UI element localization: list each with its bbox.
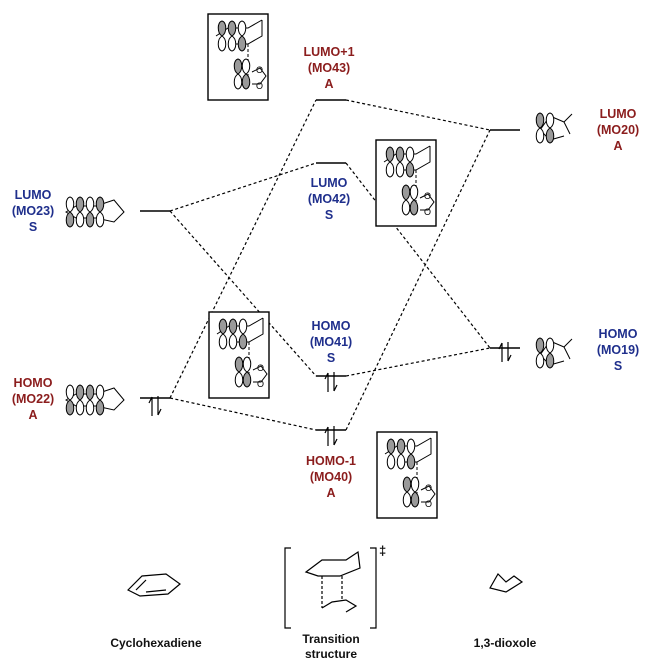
ts-homo-sym: S	[326, 351, 336, 365]
dioxole-lumo-label: LUMO (MO20) A	[578, 106, 645, 154]
cyclohexadiene-lumo-name: LUMO	[14, 188, 52, 202]
cyclohexadiene-lumo-sym: S	[28, 220, 38, 234]
ts-structure	[284, 547, 377, 629]
cyclohexadiene-structure	[126, 573, 181, 597]
cyclohexadiene-lumo-orbital	[66, 197, 124, 227]
dioxole-homo-mo: (MO19)	[596, 343, 640, 357]
energy-levels	[140, 99, 520, 431]
dioxole-lumo-orbital	[536, 113, 572, 143]
ts-homo-mo: (MO41)	[309, 335, 353, 349]
cyclohexadiene-lumo-label: LUMO (MO23) S	[0, 187, 73, 235]
ts-caption-line2: structure	[304, 647, 357, 661]
ts-lumo-plus1-box	[208, 14, 268, 100]
dioxole-lumo-sym: A	[613, 139, 623, 153]
dioxole-lumo-name: LUMO	[599, 107, 637, 121]
dioxole-homo-orbital	[536, 338, 572, 368]
ts-lumo-plus1-name: LUMO+1	[303, 45, 355, 59]
cyclohexadiene-homo-name: HOMO	[13, 376, 53, 390]
cyclohexadiene-lumo-mo: (MO23)	[11, 204, 55, 218]
dioxole-homo-sym: S	[613, 359, 623, 373]
ts-double-dagger: ‡	[379, 543, 387, 558]
cyclohexadiene-homo-label: HOMO (MO22) A	[0, 375, 73, 423]
ts-lumo-label: LUMO (MO42) S	[289, 175, 369, 223]
dioxole-homo-name: HOMO	[598, 327, 638, 341]
dioxole-caption: 1,3-dioxole	[473, 636, 537, 650]
ts-homo-label: HOMO (MO41) S	[291, 318, 371, 366]
ts-homo-minus1-box	[377, 432, 437, 518]
cyclohexadiene-homo-sym: A	[28, 408, 38, 422]
ts-lumo-plus1-mo: (MO43)	[307, 61, 351, 75]
ts-homo-minus1-name: HOMO-1	[306, 454, 356, 468]
ts-caption-line1: Transition	[302, 632, 360, 646]
ts-lumo-mo: (MO42)	[307, 192, 351, 206]
dioxole-lumo-mo: (MO20)	[596, 123, 640, 137]
electron-pair-homo-1-ts	[324, 425, 338, 447]
ts-caption: Transition structure	[281, 632, 381, 662]
dioxole-structure	[489, 573, 524, 593]
electron-pair-homo-ts	[324, 371, 338, 393]
ts-lumo-plus1-label: LUMO+1 (MO43) A	[289, 44, 369, 92]
electron-pair-homo-cyclohexadiene	[148, 395, 162, 417]
ts-lumo-sym: S	[324, 208, 334, 222]
ts-lumo-box	[376, 140, 436, 226]
cyclohexadiene-homo-orbital	[66, 385, 124, 415]
cyclohexadiene-homo-mo: (MO22)	[11, 392, 55, 406]
ts-lumo-plus1-sym: A	[324, 77, 334, 91]
electron-pair-homo-dioxole	[498, 341, 512, 363]
ts-homo-name: HOMO	[311, 319, 351, 333]
ts-homo-minus1-mo: (MO40)	[309, 470, 353, 484]
cyclohexadiene-caption: Cyclohexadiene	[110, 636, 202, 650]
ts-homo-minus1-label: HOMO-1 (MO40) A	[291, 453, 371, 501]
ts-homo-box	[209, 312, 269, 398]
ts-homo-minus1-sym: A	[326, 486, 336, 500]
ts-lumo-name: LUMO	[310, 176, 348, 190]
correlation-lines	[169, 99, 491, 431]
dioxole-homo-label: HOMO (MO19) S	[578, 326, 645, 374]
